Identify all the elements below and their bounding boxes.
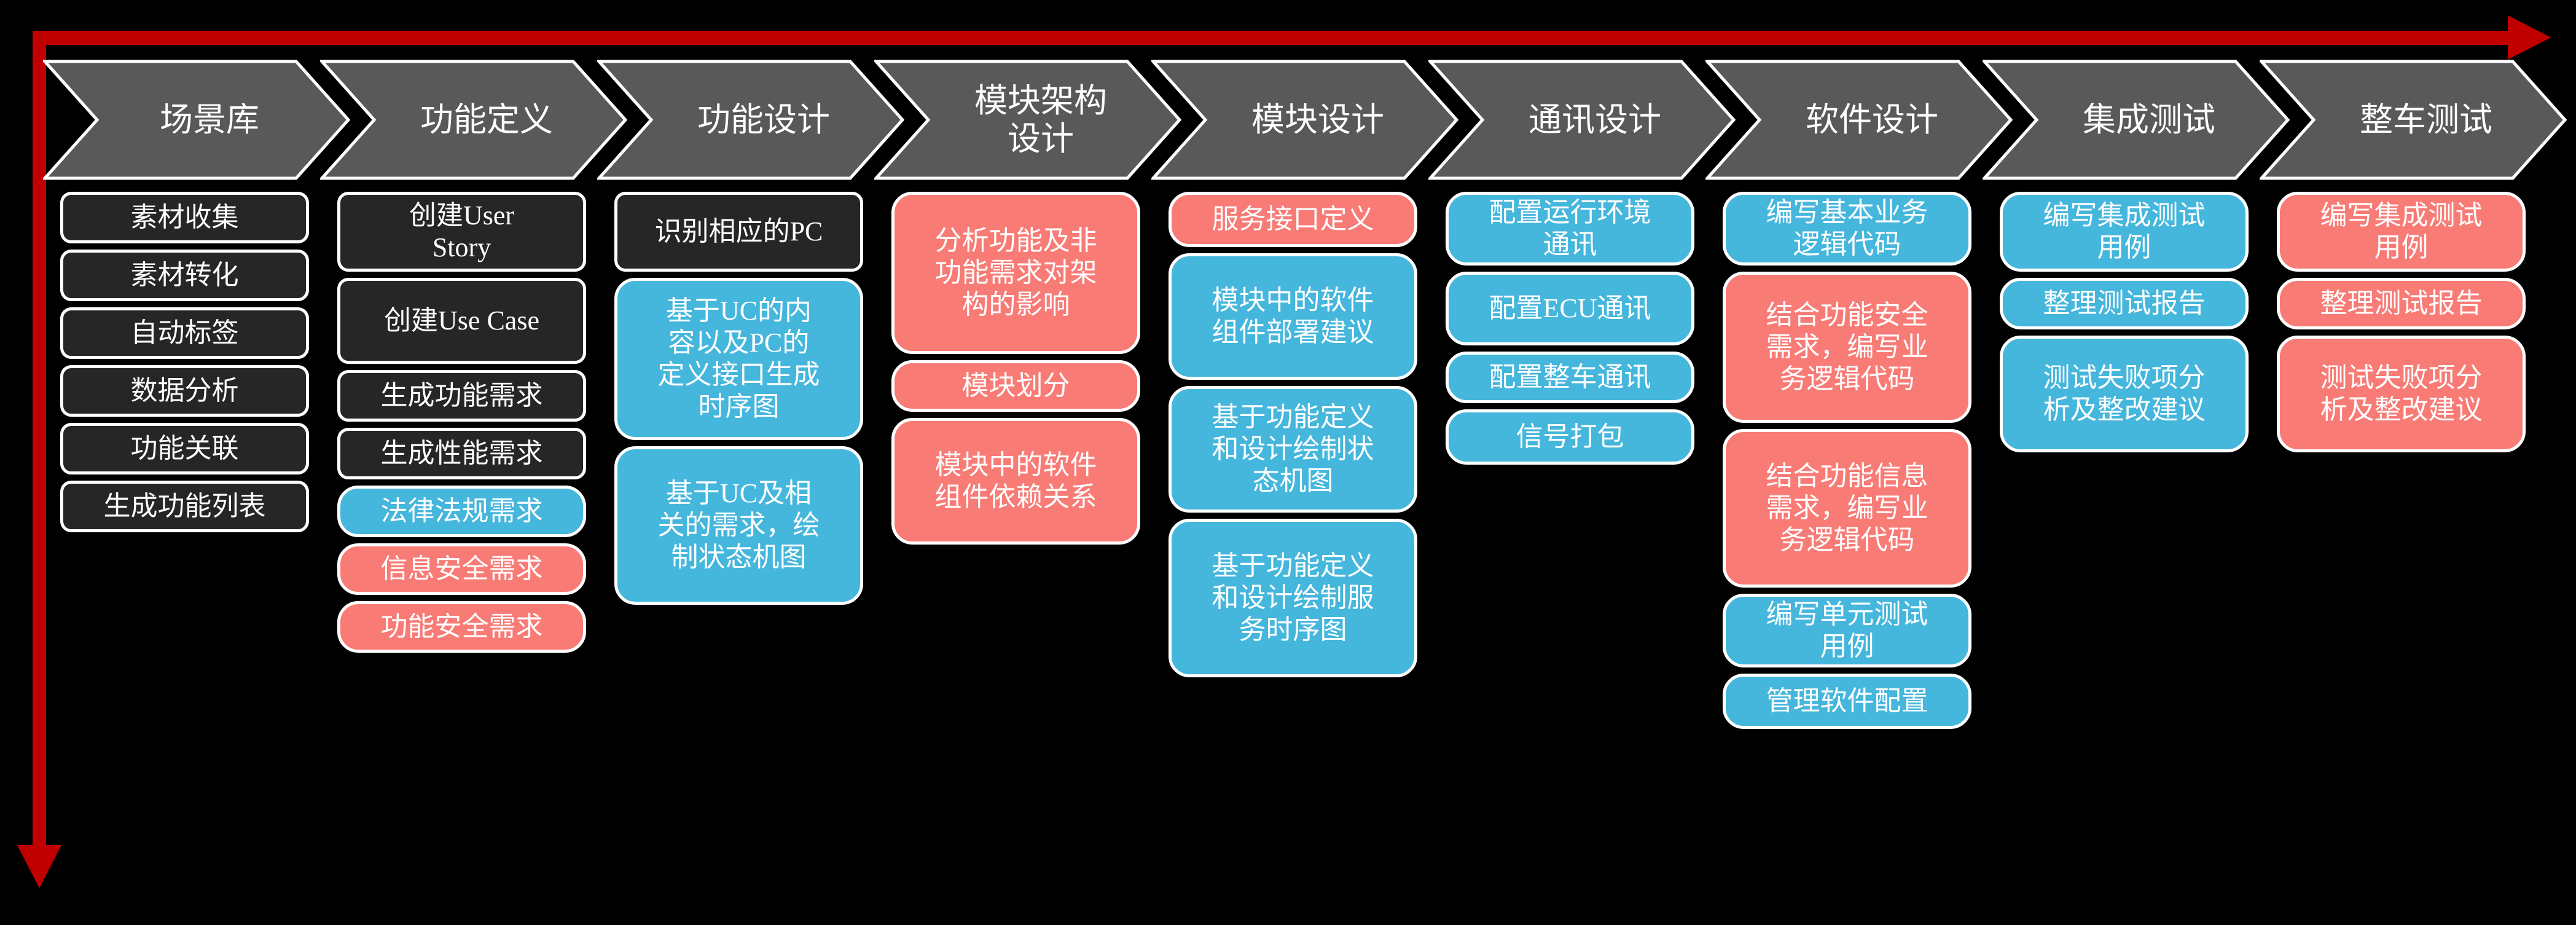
stage-label: 模块架构 设计	[974, 82, 1107, 157]
chevron-shape-icon	[1983, 60, 2290, 180]
stage-label: 功能定义	[420, 101, 553, 138]
stage-column-software-design: 编写基本业务 逻辑代码 结合功能安全 需求，编写业 务逻辑代码 结合功能信息 需…	[1723, 192, 1971, 729]
timeline-arrow-vertical	[33, 31, 46, 845]
stage-chevron-module-design: 模块设计	[1151, 60, 1458, 180]
task-box: 测试失败项分 析及整改建议	[2277, 336, 2526, 452]
task-box: 配置运行环境 通讯	[1446, 192, 1694, 266]
stage-label: 场景库	[160, 101, 259, 138]
chevron-shape-icon	[597, 60, 904, 180]
stage-label: 功能设计	[697, 101, 830, 138]
task-box: 创建Use Case	[337, 278, 586, 364]
stage-chevron-function-definition: 功能定义	[320, 60, 627, 180]
stage-column-function-design: 识别相应的PC 基于UC的内 容以及PC的 定义接口生成 时序图 基于UC及相 …	[614, 192, 863, 605]
stage-chevron-scenario-library: 场景库	[43, 60, 350, 180]
stage-chevron-software-design: 软件设计	[1705, 60, 2013, 180]
task-box: 生成功能列表	[60, 481, 309, 532]
task-box: 基于UC的内 容以及PC的 定义接口生成 时序图	[614, 278, 863, 440]
stage-column-function-definition: 创建User Story 创建Use Case 生成功能需求 生成性能需求 法律…	[337, 192, 586, 653]
task-box: 基于功能定义 和设计绘制状 态机图	[1169, 386, 1417, 513]
timeline-arrowhead-down-icon	[17, 845, 61, 888]
task-box: 模块中的软件 组件部署建议	[1169, 253, 1417, 380]
chevron-shape-icon	[2260, 60, 2567, 180]
chevron-shape-icon	[1705, 60, 2013, 180]
task-box: 编写集成测试 用例	[2000, 192, 2249, 272]
stage-chevron-function-design: 功能设计	[597, 60, 904, 180]
stage-chevron-vehicle-test: 整车测试	[2260, 60, 2567, 180]
task-box: 编写单元测试 用例	[1723, 594, 1971, 667]
task-box: 编写基本业务 逻辑代码	[1723, 192, 1971, 266]
task-box: 结合功能安全 需求，编写业 务逻辑代码	[1723, 272, 1971, 423]
chevron-shape-icon	[320, 60, 627, 180]
chevron-shape-icon	[1151, 60, 1458, 180]
task-box: 分析功能及非 功能需求对架 构的影响	[891, 192, 1140, 354]
chevron-shape-icon	[43, 60, 350, 180]
task-box: 功能关联	[60, 423, 309, 474]
task-box: 基于功能定义 和设计绘制服 务时序图	[1169, 519, 1417, 677]
task-box: 法律法规需求	[337, 486, 586, 537]
task-box: 生成性能需求	[337, 428, 586, 479]
task-box: 生成功能需求	[337, 370, 586, 422]
stage-column-integration-test: 编写集成测试 用例 整理测试报告 测试失败项分 析及整改建议	[2000, 192, 2249, 452]
timeline-arrowhead-right-icon	[2508, 15, 2551, 60]
task-box: 信息安全需求	[337, 543, 586, 595]
task-box: 创建User Story	[337, 192, 586, 272]
stage-label: 整车测试	[2360, 101, 2492, 138]
task-box: 结合功能信息 需求，编写业 务逻辑代码	[1723, 429, 1971, 588]
stage-column-module-design: 服务接口定义 模块中的软件 组件部署建议 基于功能定义 和设计绘制状 态机图 基…	[1169, 192, 1417, 677]
stage-label: 模块设计	[1251, 101, 1384, 138]
task-box: 管理软件配置	[1723, 674, 1971, 729]
stage-chevron-integration-test: 集成测试	[1983, 60, 2290, 180]
stage-column-vehicle-test: 编写集成测试 用例 整理测试报告 测试失败项分 析及整改建议	[2277, 192, 2526, 452]
stage-label: 软件设计	[1806, 101, 1938, 138]
stage-column-module-architecture-design: 分析功能及非 功能需求对架 构的影响 模块划分 模块中的软件 组件依赖关系	[891, 192, 1140, 545]
stage-chevron-module-architecture-design: 模块架构 设计	[874, 60, 1181, 180]
task-box: 服务接口定义	[1169, 192, 1417, 247]
task-box: 识别相应的PC	[614, 192, 863, 272]
task-box: 配置ECU通讯	[1446, 272, 1694, 345]
task-box: 测试失败项分 析及整改建议	[2000, 336, 2249, 452]
stage-label: 通讯设计	[1529, 101, 1661, 138]
chevron-shape-icon	[874, 60, 1181, 180]
task-box: 信号打包	[1446, 409, 1694, 465]
timeline-arrow-horizontal	[46, 31, 2510, 45]
task-box: 模块划分	[891, 360, 1140, 412]
task-box: 功能安全需求	[337, 601, 586, 653]
stage-column-scenario-library: 素材收集 素材转化 自动标签 数据分析 功能关联 生成功能列表	[60, 192, 309, 532]
task-box: 基于UC及相 关的需求，绘 制状态机图	[614, 446, 863, 605]
task-box: 编写集成测试 用例	[2277, 192, 2526, 272]
task-box: 模块中的软件 组件依赖关系	[891, 418, 1140, 545]
stage-chevron-communication-design: 通讯设计	[1428, 60, 1736, 180]
stage-column-communication-design: 配置运行环境 通讯 配置ECU通讯 配置整车通讯 信号打包	[1446, 192, 1694, 465]
chevron-shape-icon	[1428, 60, 1736, 180]
stage-label: 集成测试	[2083, 101, 2215, 138]
task-box: 素材转化	[60, 250, 309, 301]
task-box: 素材收集	[60, 192, 309, 243]
task-box: 整理测试报告	[2000, 278, 2249, 329]
task-box: 整理测试报告	[2277, 278, 2526, 329]
task-box: 自动标签	[60, 307, 309, 359]
task-box: 配置整车通讯	[1446, 352, 1694, 403]
task-box: 数据分析	[60, 365, 309, 417]
